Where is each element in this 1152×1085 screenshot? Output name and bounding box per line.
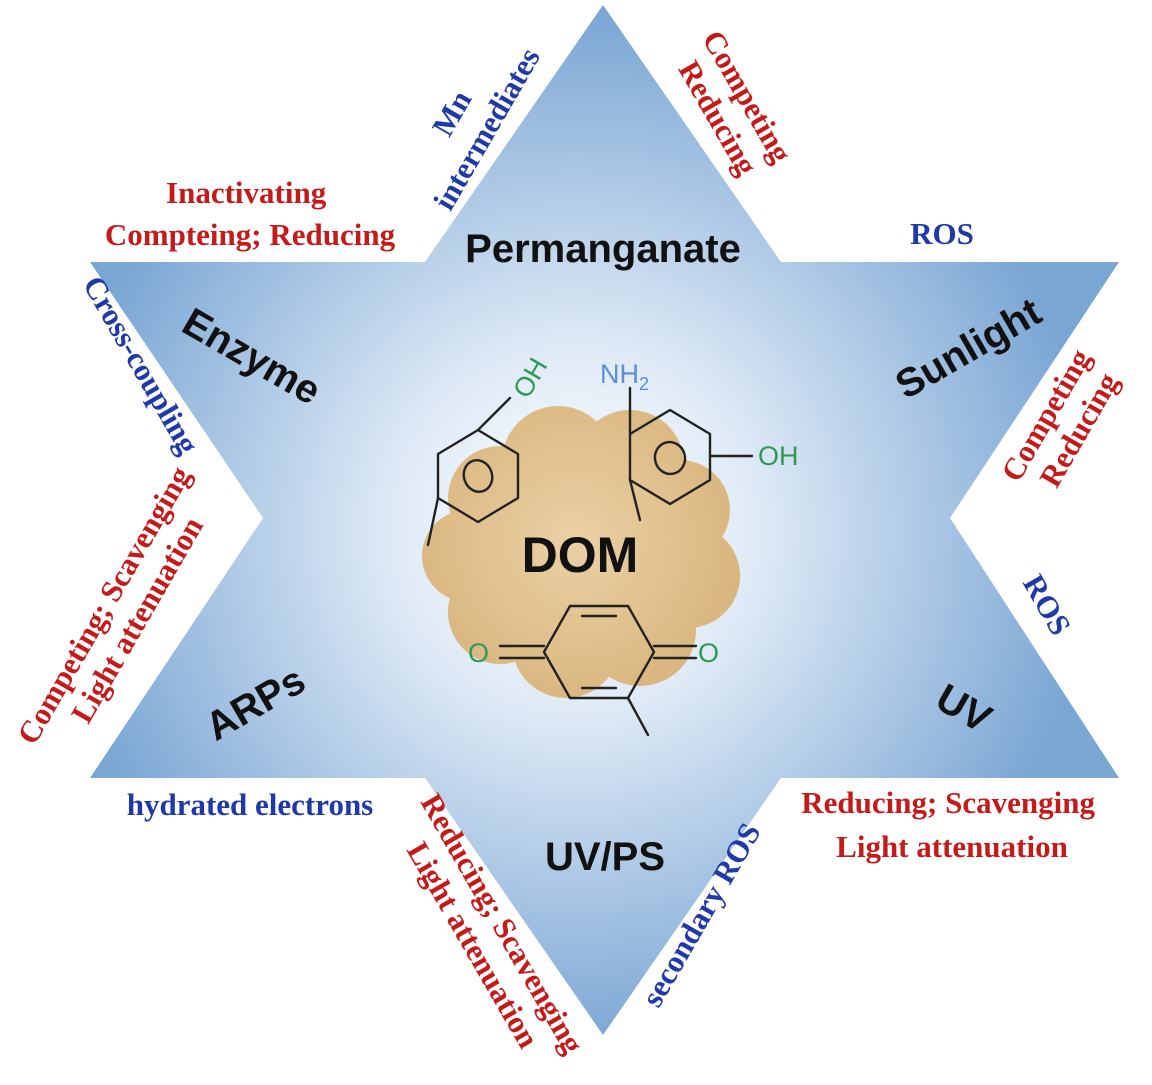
effect-sunlight-ros: ROS <box>910 216 974 251</box>
dom-cloud <box>422 406 740 698</box>
carbonyl-oxygen-right: O <box>698 638 719 668</box>
effect-enzyme-negative: Inactivating Compteing; Reducing <box>105 175 396 252</box>
process-permanganate: Permanganate <box>465 227 741 271</box>
phenol-molecule <box>426 396 520 547</box>
process-uvps: UV/PS <box>545 835 665 879</box>
amine-group: NH2 <box>600 359 649 394</box>
aminophenol-molecule <box>628 386 754 522</box>
effect-hydrated-electrons: hydrated electrons <box>127 787 374 822</box>
carbonyl-oxygen-left: O <box>468 638 489 668</box>
dom-label: DOM <box>522 527 639 583</box>
effect-uv-negative: Reducing; Scavenging Light attenuation <box>801 785 1102 864</box>
effect-uv-ros: ROS <box>1016 568 1078 641</box>
hydroxyl-group-right: OH <box>758 441 799 471</box>
quinone-molecule <box>498 604 698 737</box>
